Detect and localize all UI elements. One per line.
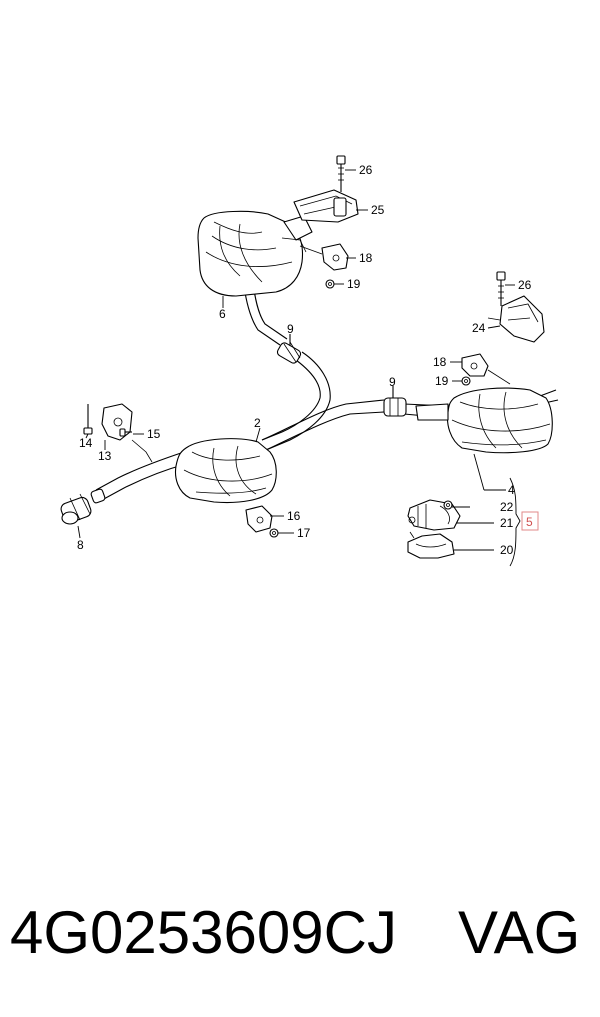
- highlight-box-5: [521, 511, 539, 531]
- callout-20: 20: [500, 543, 514, 557]
- nut-19-upper: [325, 279, 335, 289]
- bracket-16: [245, 505, 273, 533]
- bolt-26-lower: [496, 271, 506, 306]
- callout-25: 25: [371, 203, 385, 217]
- callout-24: 24: [472, 321, 486, 335]
- leader-lines: [77, 169, 521, 567]
- valve-housing-20: [407, 531, 455, 559]
- callout-9-right: 9: [389, 375, 396, 389]
- callout-18-upper: 18: [359, 251, 373, 265]
- callout-19-right: 19: [435, 374, 449, 388]
- callout-4: 4: [508, 483, 515, 497]
- callout-15: 15: [147, 427, 161, 441]
- callout-26-upper: 26: [359, 163, 373, 177]
- callout-8: 8: [77, 538, 84, 552]
- middle-muffler: [174, 438, 277, 504]
- callout-22: 22: [500, 500, 514, 514]
- callout-6: 6: [219, 307, 226, 321]
- nut-19-right: [461, 376, 471, 386]
- bolt-14: [83, 404, 93, 435]
- nut-22: [443, 500, 453, 510]
- part-number-text: 4G0253609CJ: [10, 899, 397, 966]
- bolt-15: [119, 428, 132, 437]
- callout-13: 13: [98, 449, 112, 463]
- callout-21: 21: [500, 516, 514, 530]
- callout-16: 16: [287, 509, 301, 523]
- rear-muffler-right: [415, 387, 553, 454]
- callout-14: 14: [79, 436, 93, 450]
- clamp-8: [60, 488, 106, 525]
- clamp-9-right: [383, 386, 407, 417]
- bracket-18-upper: [299, 243, 349, 271]
- bracket-25: [293, 189, 359, 223]
- nut-17: [269, 528, 279, 538]
- callout-9-left: 9: [287, 322, 294, 336]
- bracket-18-right: [461, 353, 511, 385]
- callout-5: 5: [526, 515, 533, 529]
- clamp-9-left: [276, 334, 302, 364]
- callout-labels: 26 25 18 19 6 9 9 2 26 24 18 19 4 22 21 …: [77, 163, 539, 557]
- callout-17: 17: [297, 526, 311, 540]
- callout-19-upper: 19: [347, 277, 361, 291]
- brand-text: VAG: [458, 899, 581, 966]
- callout-2: 2: [254, 416, 261, 430]
- callout-18-right: 18: [433, 355, 447, 369]
- rear-muffler-left: [197, 210, 313, 297]
- callout-26-lower: 26: [518, 278, 532, 292]
- bracket-24: [487, 295, 545, 343]
- bolt-26-upper: [336, 155, 346, 192]
